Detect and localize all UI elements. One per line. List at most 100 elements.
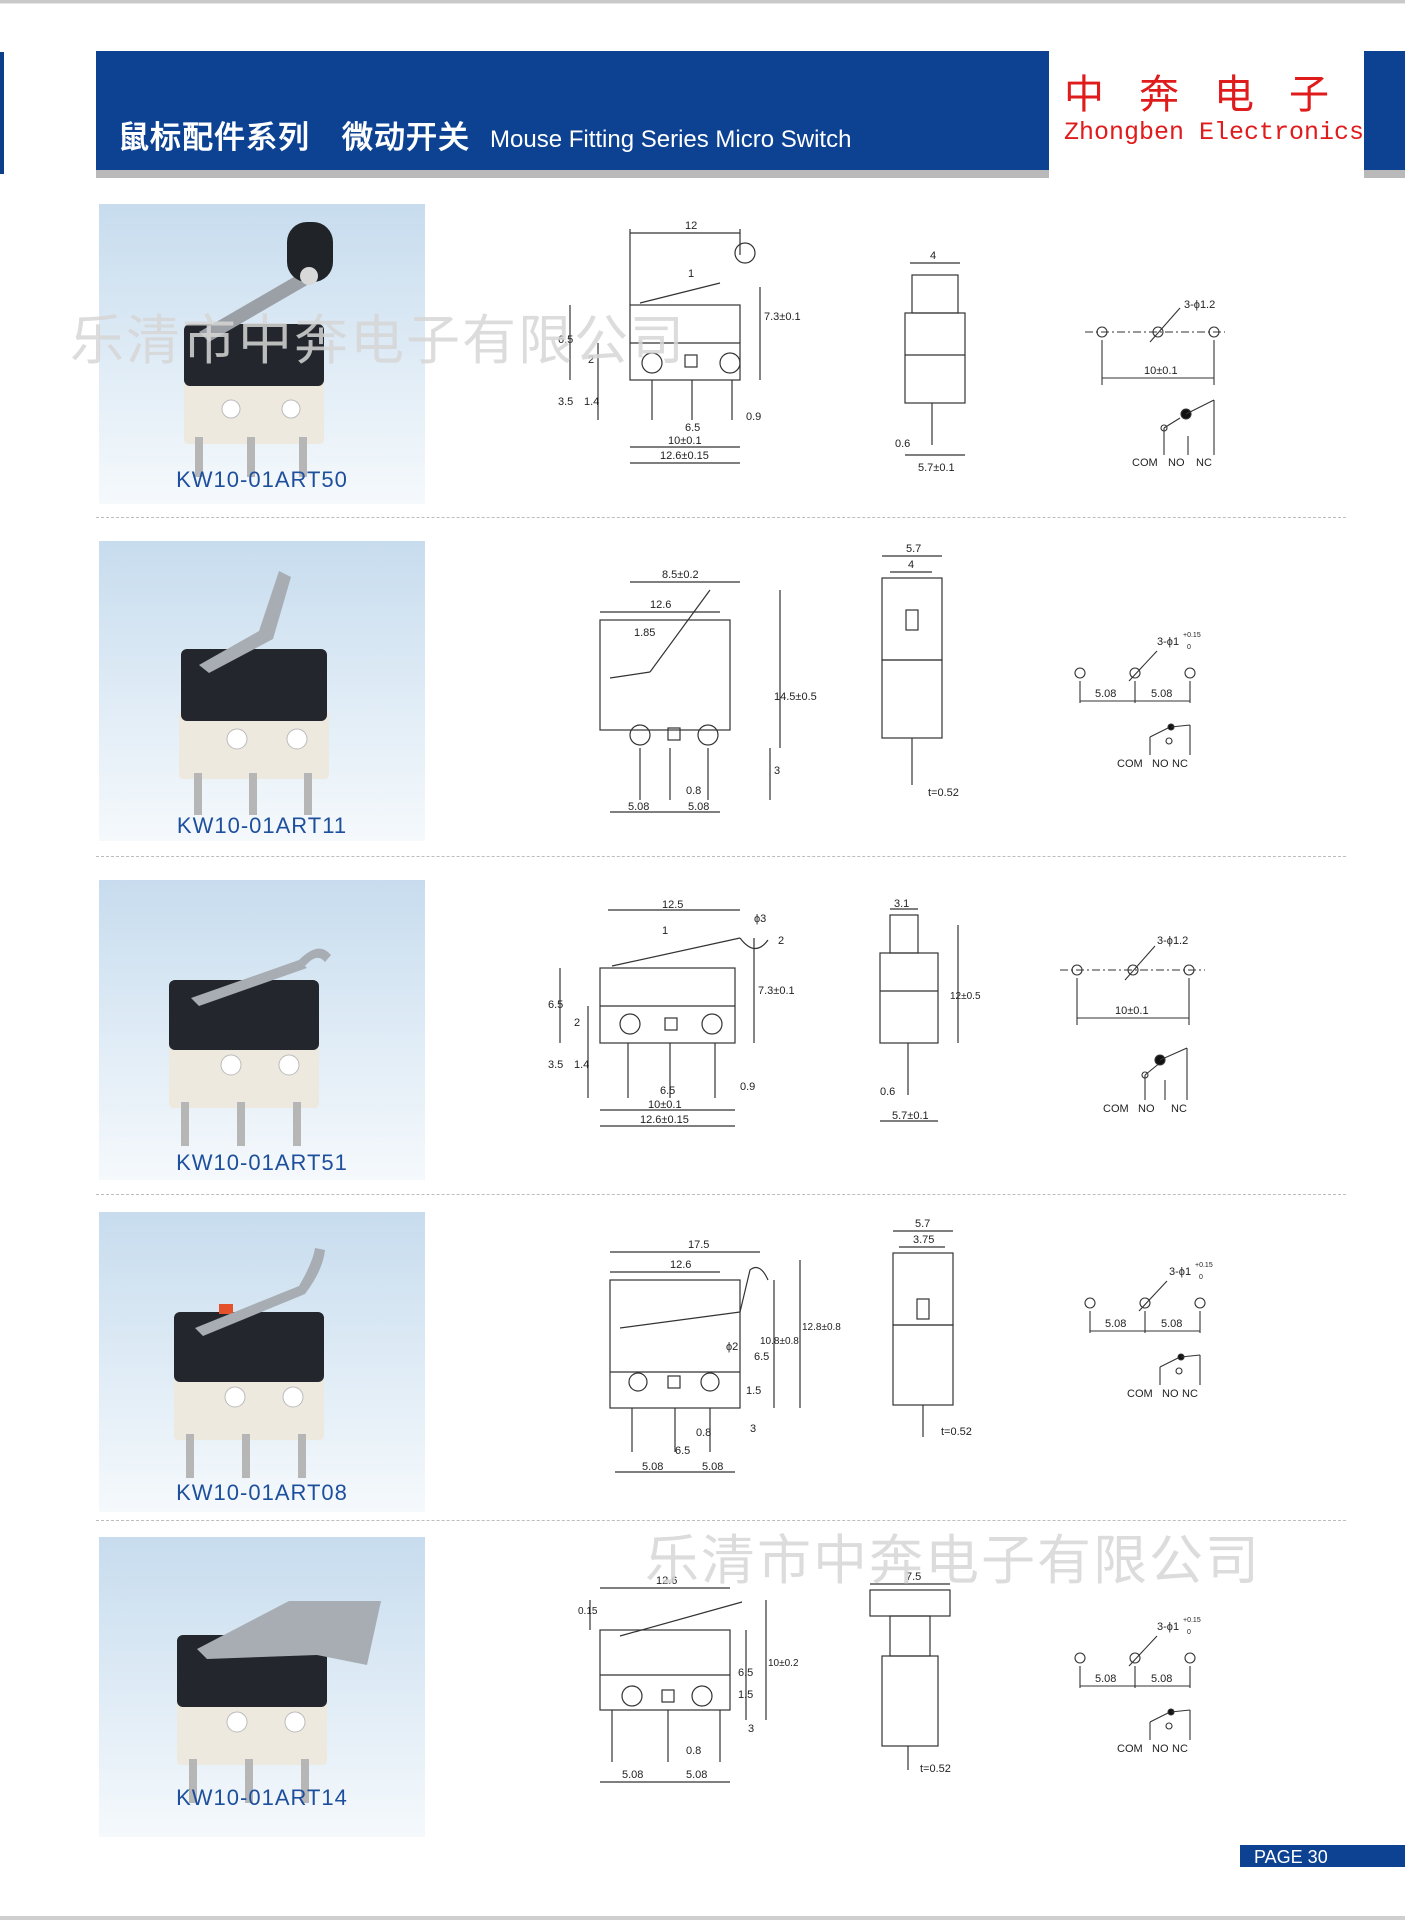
dim-label: 6.5 — [754, 1351, 769, 1363]
row-divider — [96, 1520, 1346, 1521]
terminal-label: NC — [1171, 1103, 1187, 1115]
dim-label: 6.5 — [660, 1085, 675, 1097]
page-number: PAGE 30 — [1254, 1847, 1328, 1867]
terminal-label: NO — [1162, 1388, 1179, 1400]
top-rule — [0, 0, 1405, 3]
side-view-drawing: 5.7 3.75 t=0.52 — [892, 1218, 972, 1438]
header-right-bar-shadow — [1364, 170, 1405, 178]
dim-label: 12.6 — [650, 599, 671, 611]
company-watermark: 乐清市中奔电子有限公司 — [645, 1531, 1261, 1591]
dim-label: 2 — [778, 935, 784, 947]
dim-label: 12.6 — [670, 1259, 691, 1271]
product-photo — [99, 541, 425, 841]
dim-label: 1.4 — [584, 396, 599, 408]
title-en: Mouse Fitting Series Micro Switch — [490, 126, 852, 153]
dim-label: 5.08 — [628, 801, 649, 813]
dim-label: 5.7±0.1 — [892, 1110, 929, 1122]
dim-label: 17.5 — [688, 1239, 709, 1251]
brand-name-cn: 中奔电子 — [1064, 72, 1364, 118]
terminal-label: NC — [1172, 1743, 1188, 1755]
front-view-drawing: 12.6 0.15 10±0.2 6.5 1.5 3 0.8 5.08 5.08 — [578, 1575, 799, 1783]
micro-switch-flat-lever-illustration — [177, 1601, 381, 1803]
dim-label: 3 — [774, 765, 780, 777]
model-label: KW10-01ART50 — [176, 467, 348, 492]
dim-label: 5.08 — [1095, 1673, 1116, 1685]
dim-label: 3-ϕ1.2 — [1184, 299, 1215, 311]
dim-label: 5.08 — [688, 801, 709, 813]
tolerance-upper: +0.15 — [1195, 1262, 1213, 1269]
dim-label: 3-ϕ1 — [1169, 1266, 1191, 1278]
side-view-drawing: 5.7 4 t=0.52 — [881, 543, 959, 799]
pcb-layout-drawing: 3-ϕ1 +0.15 0 5.08 5.08 COM NO NC — [1074, 632, 1201, 770]
dim-label: 3-ϕ1.2 — [1157, 935, 1188, 947]
terminal-label: NO — [1168, 457, 1185, 469]
dim-label: 12.6 — [656, 1575, 677, 1587]
dim-label: t=0.52 — [920, 1763, 951, 1775]
dim-label: 0.9 — [740, 1081, 755, 1093]
dim-label: 3.75 — [913, 1234, 934, 1246]
dim-label: 6.5 — [675, 1445, 690, 1457]
header-right-bar — [1364, 51, 1405, 176]
dim-label: 8.5±0.2 — [662, 569, 699, 581]
dim-label: 5.08 — [702, 1461, 723, 1473]
dim-label: 10±0.2 — [768, 1658, 799, 1669]
dim-label: 5.08 — [622, 1769, 643, 1781]
micro-switch-hook-lever-illustration — [169, 948, 331, 1146]
dim-label: 5.7 — [906, 543, 921, 555]
header-banner — [96, 51, 1049, 170]
terminal-label: NC — [1172, 758, 1188, 770]
title-cn-series: 鼠标配件系列 — [118, 120, 310, 155]
dim-label: 12.5 — [662, 899, 683, 911]
dim-label: ϕ3 — [754, 913, 766, 925]
tolerance-lower: 0 — [1199, 1274, 1203, 1281]
dim-label: 0.8 — [696, 1427, 711, 1439]
front-view-drawing: 12 1 6.5 7.3±0.1 2 3.5 1.4 6.5 0.9 10±0.… — [558, 220, 801, 464]
brand-name-en: Zhongben Electronics — [1064, 118, 1365, 147]
left-accent-bar — [0, 52, 4, 174]
dim-label: 7.3±0.1 — [764, 311, 801, 323]
dim-label: 5.08 — [686, 1769, 707, 1781]
side-view-drawing: 7.5 t=0.52 — [869, 1571, 951, 1775]
dim-label: 0.6 — [880, 1086, 895, 1098]
dim-label: 5.08 — [1105, 1318, 1126, 1330]
tolerance-upper: +0.15 — [1183, 1617, 1201, 1624]
terminal-label: NC — [1182, 1388, 1198, 1400]
micro-switch-roller-illustration — [184, 222, 333, 477]
dim-label: 10.8±0.8 — [760, 1336, 799, 1347]
terminal-label: NC — [1196, 457, 1212, 469]
dim-label: 1.5 — [738, 1689, 753, 1701]
dim-label: 2 — [574, 1017, 580, 1029]
dim-label: 5.08 — [1151, 1673, 1172, 1685]
dim-label: 0.8 — [686, 785, 701, 797]
pcb-layout-drawing: 3-ϕ1 +0.15 0 5.08 5.08 COM NO NC — [1074, 1617, 1201, 1755]
dim-label: 5.08 — [1151, 688, 1172, 700]
pcb-layout-drawing: 3-ϕ1.2 10±0.1 COM NO NC — [1085, 299, 1225, 469]
dim-label: 1.4 — [574, 1059, 589, 1071]
company-watermark: 乐清市中奔电子有限公司 — [70, 311, 686, 371]
dim-label: 7.3±0.1 — [758, 985, 795, 997]
dim-label: 2 — [588, 354, 594, 366]
dim-label: 12±0.5 — [950, 991, 981, 1002]
micro-switch-curved-lever-illustration — [174, 1248, 325, 1478]
row-divider — [96, 1194, 1346, 1195]
dim-label: 10±0.1 — [648, 1099, 682, 1111]
tolerance-upper: +0.15 — [1183, 632, 1201, 639]
page-number-tab — [1240, 1845, 1405, 1867]
terminal-label: COM — [1127, 1388, 1153, 1400]
terminal-label: COM — [1117, 758, 1143, 770]
dim-label: 10±0.1 — [668, 435, 702, 447]
front-view-drawing: 8.5±0.2 12.6 1.85 14.5±0.5 3 0.8 5.08 5.… — [599, 569, 817, 813]
terminal-label: NO — [1152, 758, 1169, 770]
pcb-layout-drawing: 3-ϕ1.2 10±0.1 COM NO NC — [1060, 935, 1205, 1115]
dim-label: 1.85 — [634, 627, 655, 639]
dim-label: 5.08 — [642, 1461, 663, 1473]
product-photo — [99, 1212, 425, 1512]
dim-label: 12.8±0.8 — [802, 1322, 841, 1333]
front-view-drawing: 17.5 12.6 ϕ2 10.8±0.8 12.8±0.8 6.5 1.5 3… — [609, 1239, 841, 1473]
tolerance-lower: 0 — [1187, 1629, 1191, 1636]
dim-label: 4 — [908, 559, 914, 571]
pcb-layout-drawing: 3-ϕ1 +0.15 0 5.08 5.08 COM NO NC — [1084, 1262, 1213, 1400]
dim-label: 5.08 — [1161, 1318, 1182, 1330]
dim-label: 3 — [750, 1423, 756, 1435]
dim-label: 7.5 — [906, 1571, 921, 1583]
